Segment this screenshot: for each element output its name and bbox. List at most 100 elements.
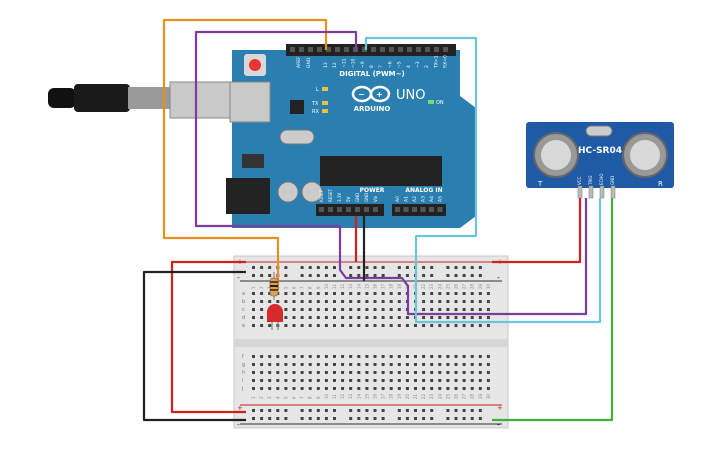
breadboard-hole	[260, 409, 264, 412]
breadboard-hole	[357, 308, 361, 311]
column-number: 13	[348, 283, 353, 289]
breadboard-hole	[308, 409, 312, 412]
breadboard-hole	[454, 409, 458, 412]
breadboard-hole	[276, 379, 280, 382]
breadboard-hole	[341, 379, 345, 382]
breadboard-hole	[381, 387, 385, 390]
breadboard-hole	[381, 300, 385, 303]
breadboard-hole	[300, 292, 304, 295]
breadboard-center-channel	[234, 339, 508, 347]
breadboard-hole	[316, 417, 320, 420]
breadboard-hole	[300, 274, 304, 277]
breadboard-hole	[462, 409, 466, 412]
breadboard-hole	[300, 316, 304, 319]
breadboard-hole	[405, 387, 409, 390]
breadboard-hole	[430, 417, 434, 420]
breadboard-hole	[357, 355, 361, 358]
breadboard-hole	[268, 409, 272, 412]
breadboard-hole	[324, 324, 328, 327]
column-number: 9	[316, 396, 321, 399]
breadboard-hole	[405, 409, 409, 412]
breadboard-hole	[397, 371, 401, 374]
breadboard-hole	[373, 308, 377, 311]
breadboard-hole	[252, 316, 255, 319]
header-hole	[337, 207, 342, 212]
breadboard-hole	[389, 379, 393, 382]
breadboard-hole	[357, 363, 361, 366]
breadboard-hole	[260, 274, 264, 277]
breadboard-hole	[446, 417, 450, 420]
breadboard-hole	[300, 300, 304, 303]
power-jack	[226, 178, 270, 214]
breadboard-hole	[454, 363, 458, 366]
analog-pin-label: A5	[438, 196, 444, 202]
breadboard-hole	[454, 379, 458, 382]
row-letter: g	[242, 362, 245, 368]
breadboard-hole	[397, 300, 401, 303]
breadboard-hole	[349, 379, 353, 382]
breadboard-hole	[446, 316, 450, 319]
breadboard-hole	[462, 355, 466, 358]
header-hole	[389, 47, 394, 52]
power-pin-label: RESET	[328, 189, 333, 202]
breadboard-hole	[405, 266, 409, 269]
breadboard-hole	[454, 316, 458, 319]
breadboard-hole	[446, 409, 450, 412]
breadboard-hole	[276, 409, 280, 412]
breadboard-hole	[341, 308, 345, 311]
breadboard-hole	[284, 355, 288, 358]
breadboard-hole	[333, 300, 336, 303]
breadboard-hole	[462, 266, 466, 269]
breadboard-hole	[478, 417, 482, 420]
breadboard-hole	[268, 363, 272, 366]
wire-green-gnd-to-sensor	[492, 198, 614, 422]
header-hole	[290, 47, 295, 52]
breadboard-hole	[478, 274, 482, 277]
breadboard-hole	[300, 266, 304, 269]
header-hole	[425, 47, 430, 52]
breadboard-hole	[422, 292, 426, 295]
top-minus-sign: -	[237, 273, 240, 282]
column-number: 27	[462, 283, 467, 289]
breadboard-hole	[300, 409, 304, 412]
breadboard-hole	[284, 300, 288, 303]
breadboard-hole	[381, 409, 385, 412]
breadboard-hole	[365, 266, 369, 269]
breadboard-hole	[365, 387, 369, 390]
column-number: 7	[300, 286, 305, 289]
breadboard-hole	[341, 355, 345, 358]
breadboard-hole	[316, 409, 320, 412]
column-number: 22	[421, 283, 426, 289]
breadboard-hole	[292, 308, 296, 311]
breadboard-hole	[373, 316, 377, 319]
breadboard-hole	[454, 355, 458, 358]
usb-cable	[48, 81, 259, 119]
breadboard-hole	[462, 324, 466, 327]
digital-pin-label: 12	[332, 62, 338, 68]
breadboard-hole	[349, 417, 353, 420]
breadboard-hole	[357, 274, 361, 277]
wires	[142, 18, 614, 422]
breadboard-hole	[422, 324, 426, 327]
breadboard-hole	[414, 387, 417, 390]
breadboard-hole	[454, 371, 458, 374]
breadboard-hole	[252, 409, 255, 412]
column-number: 16	[373, 393, 378, 399]
regulator	[242, 154, 264, 168]
breadboard-hole	[316, 324, 320, 327]
digital-pin-label: ~3	[415, 61, 421, 68]
breadboard-hole	[414, 409, 417, 412]
sensor-pin	[577, 185, 583, 199]
breadboard-hole	[284, 308, 288, 311]
header-hole	[373, 207, 378, 212]
breadboard-hole	[324, 387, 328, 390]
breadboard-hole	[381, 355, 385, 358]
breadboard-hole	[389, 387, 393, 390]
breadboard-hole	[260, 417, 264, 420]
breadboard-hole	[333, 316, 336, 319]
breadboard-hole	[478, 379, 482, 382]
breadboard-hole	[373, 387, 377, 390]
header-hole	[398, 47, 403, 52]
column-number: 3	[267, 396, 272, 399]
breadboard-hole	[470, 379, 474, 382]
